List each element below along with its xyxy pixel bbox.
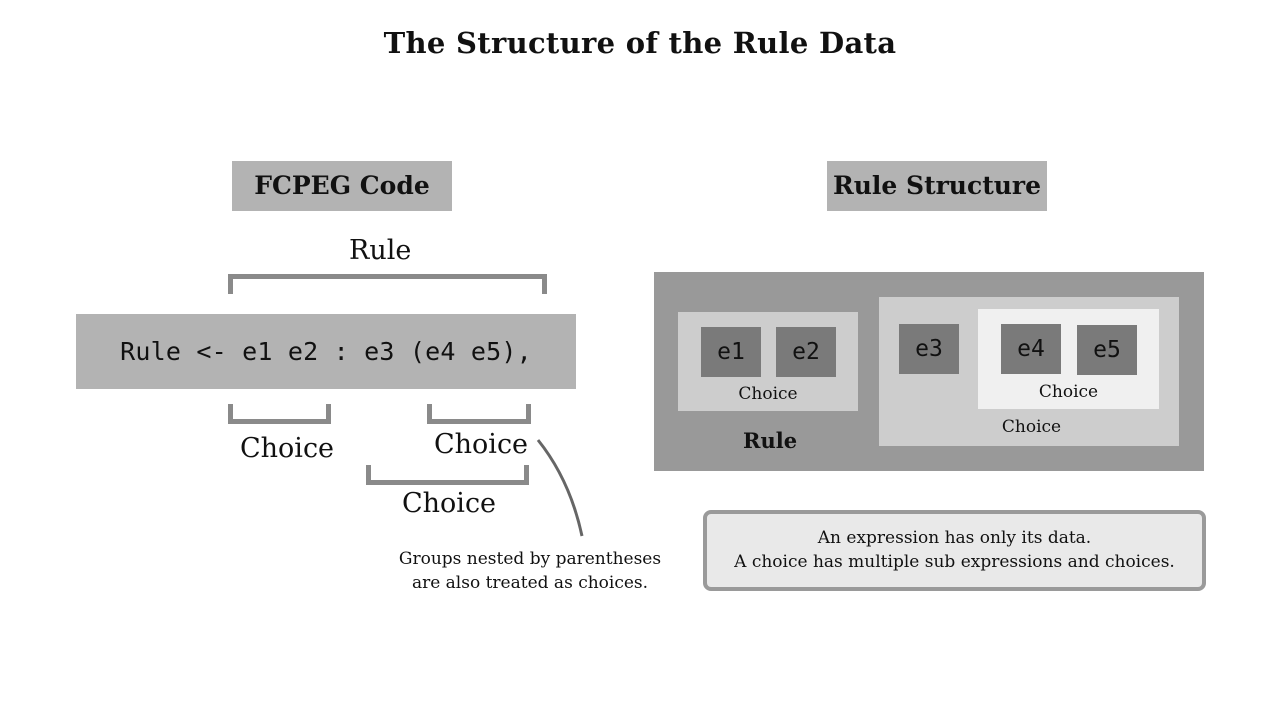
rule-bracket (228, 274, 547, 294)
element-e1: e1 (701, 327, 761, 377)
note-line-2: are also treated as choices. (411, 573, 649, 593)
element-e3: e3 (899, 324, 959, 374)
structure-rule-label: Rule (743, 428, 798, 453)
choice-bracket-3 (366, 465, 529, 485)
choice-bracket-1 (228, 404, 331, 424)
legend-line-1: An expression has only its data. (817, 528, 1092, 548)
element-e4: e4 (1001, 324, 1061, 374)
choice-b-label: Choice (1001, 417, 1062, 437)
page-title: The Structure of the Rule Data (383, 26, 897, 60)
code-snippet: Rule <- e1 e2 : e3 (e4 e5), (76, 314, 576, 389)
choice-bracket-2 (427, 404, 531, 424)
rule-label: Rule (349, 235, 412, 266)
note-line-1: Groups nested by parentheses (398, 549, 662, 569)
note-pointer-line (536, 439, 584, 537)
choice-a-label: Choice (738, 384, 798, 404)
rule-structure-header: Rule Structure (827, 161, 1047, 211)
choice-label-1: Choice (240, 433, 335, 464)
fcpeg-code-header: FCPEG Code (232, 161, 452, 211)
nested-choice-label: Choice (1038, 382, 1099, 402)
element-e5: e5 (1077, 325, 1137, 375)
nested-group-note: Groups nested by parentheses are also tr… (380, 547, 680, 595)
element-e2: e2 (776, 327, 836, 377)
legend-line-2: A choice has multiple sub expressions an… (734, 552, 1175, 572)
legend-box: An expression has only its data. A choic… (703, 510, 1206, 591)
choice-label-2: Choice (434, 429, 529, 460)
choice-label-3: Choice (402, 488, 497, 519)
